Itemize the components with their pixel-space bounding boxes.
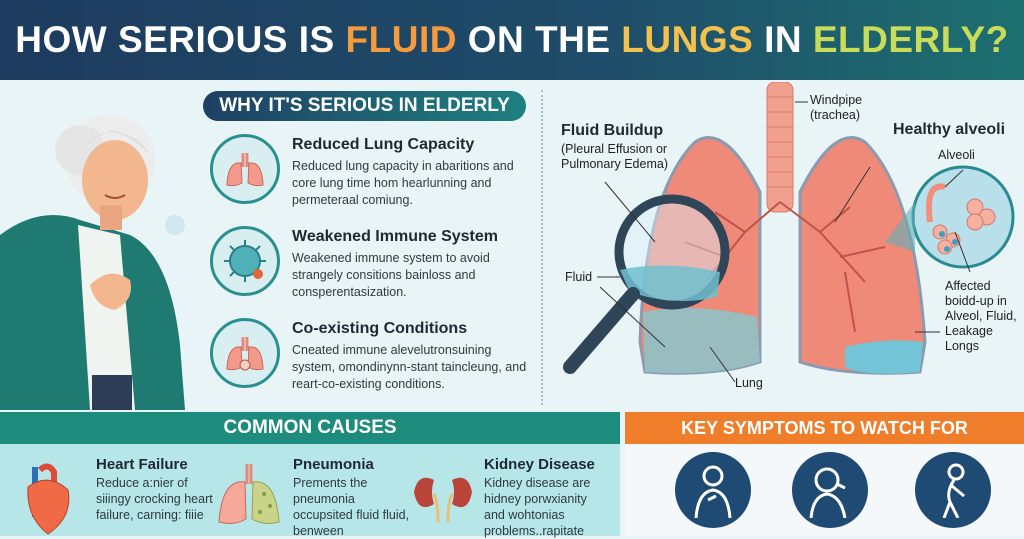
lung-label: Lung xyxy=(735,376,763,390)
trachea xyxy=(766,82,794,213)
alveoli-label: Alveoli xyxy=(938,148,975,162)
fluid-buildup-sub: (Pleural Effusion or Pulmonary Edema) xyxy=(561,142,668,171)
key-symptoms-panel xyxy=(625,444,1024,536)
common-causes-heading: COMMON CAUSES xyxy=(0,412,620,444)
elderly-woman-illustration xyxy=(0,115,185,410)
reason-title: Reduced Lung Capacity xyxy=(292,136,475,153)
reason-title: Co-existing Conditions xyxy=(292,320,468,337)
why-serious-heading: WHY IT'S SERIOUS IN ELDERLY xyxy=(203,91,526,121)
affected-label: Affected boidd-up in Alveol, Fluid, Leak… xyxy=(945,279,1017,353)
fatigued-person-icon xyxy=(915,452,991,528)
breathless-person-icon xyxy=(675,452,751,528)
cause-text: Kidney disease are hidney porwxianity an… xyxy=(484,476,591,538)
title-text: ON THE xyxy=(467,19,611,60)
windpipe-label: Windpipe (trachea) xyxy=(810,93,863,122)
cause-text: Prements the pneumonia occupsited fluid … xyxy=(293,476,410,538)
reason-text: Weakened immune system to avoid strangel… xyxy=(292,251,490,299)
reason-text: Cneated immune alevelutronsuining system… xyxy=(292,343,527,391)
fluid-buildup-label: Fluid Buildup xyxy=(561,122,664,139)
cause-title: Kidney Disease xyxy=(484,456,595,473)
cause-title: Pneumonia xyxy=(293,456,374,473)
reason-title: Weakened Immune System xyxy=(292,228,499,245)
section-divider xyxy=(541,90,543,405)
cause-title: Heart Failure xyxy=(96,456,188,473)
title-fluid: FLUID xyxy=(345,19,457,60)
kidney-icon xyxy=(414,477,472,523)
title-text: HOW SERIOUS IS xyxy=(15,19,335,60)
heart-icon xyxy=(27,463,70,535)
virus-icon xyxy=(210,226,280,296)
infected-lungs-icon xyxy=(218,464,280,524)
lungs-icon xyxy=(210,134,280,204)
right-lung xyxy=(798,136,927,375)
title-text: IN xyxy=(764,19,803,60)
title-lungs: LUNGS xyxy=(621,19,754,60)
page-title: HOW SERIOUS IS FLUID ON THE LUNGS IN ELD… xyxy=(0,0,1024,80)
lung-diagram xyxy=(563,82,1015,383)
key-symptoms-heading: KEY SYMPTOMS TO WATCH FOR xyxy=(625,412,1024,444)
reason-text: Reduced lung capacity in abaritions and … xyxy=(292,159,514,207)
healthy-alveoli-label: Healthy alveoli xyxy=(893,121,1006,138)
title-elderly: ELDERLY? xyxy=(812,19,1009,60)
cause-text: Reduce a:nier of siiingy crocking heart … xyxy=(96,476,213,522)
coughing-person-icon xyxy=(792,452,868,528)
magnifier-handle xyxy=(563,287,640,374)
lungs-icon xyxy=(210,318,280,388)
fluid-label: Fluid xyxy=(565,270,593,284)
